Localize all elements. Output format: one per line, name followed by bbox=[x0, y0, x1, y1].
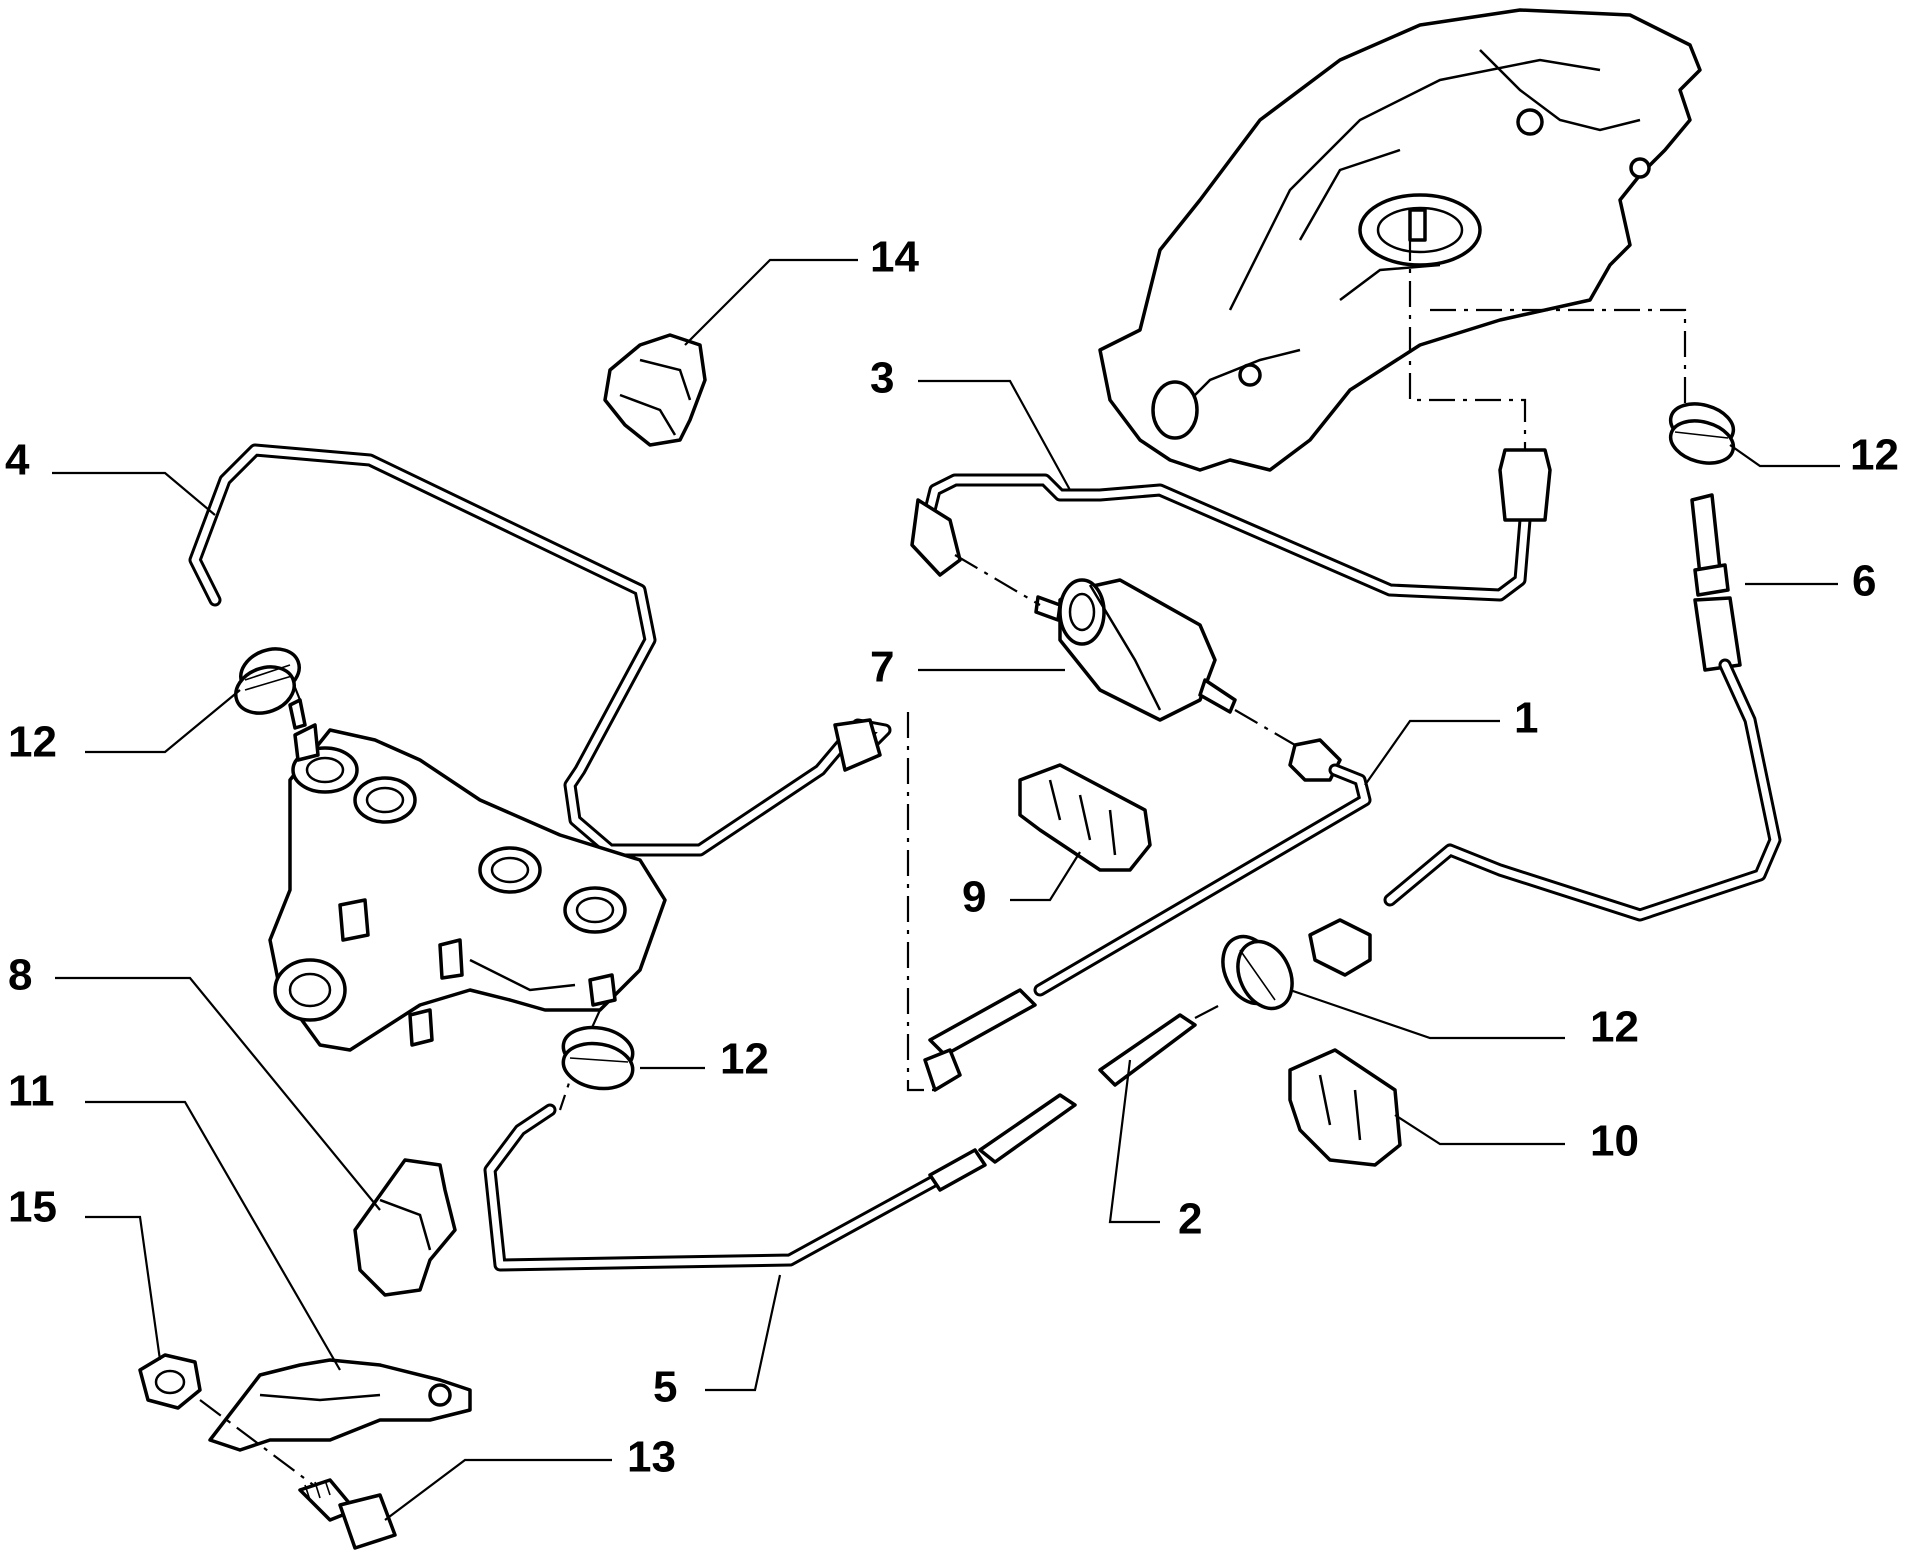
leader-14 bbox=[684, 258, 858, 346]
fuel-pipe-6 bbox=[1308, 493, 1782, 977]
leader-2 bbox=[1108, 1059, 1160, 1224]
leader-lines bbox=[52, 258, 1840, 1521]
callout-2: 2 bbox=[1178, 1195, 1202, 1244]
hose-clamp-12-a bbox=[234, 647, 301, 715]
callout-4: 4 bbox=[5, 436, 30, 485]
leader-12a bbox=[85, 689, 241, 754]
pipe-clip-14 bbox=[603, 333, 707, 447]
hose-clamp-12-b bbox=[561, 1025, 635, 1091]
pipe-clip-10 bbox=[1288, 1048, 1402, 1167]
fuel-pipe-5 bbox=[483, 1103, 987, 1272]
nut-bolt-dashdot bbox=[199, 1399, 321, 1491]
leader-12c bbox=[1729, 444, 1840, 468]
filter-outlet-dashdot bbox=[1234, 709, 1296, 746]
bracket-11 bbox=[208, 1358, 472, 1452]
fuel-filter bbox=[1034, 578, 1237, 722]
hose-clamp-12-d bbox=[1221, 934, 1294, 1011]
tank-dashdot-line bbox=[1408, 235, 1527, 455]
fuel-rail-manifold bbox=[268, 698, 667, 1052]
callout-labels: 1 2 3 4 5 6 7 8 9 10 11 12 12 12 12 13 1… bbox=[5, 233, 1899, 1482]
leader-4 bbox=[52, 471, 216, 516]
callout-12b: 12 bbox=[720, 1035, 769, 1084]
callout-1: 1 bbox=[1514, 694, 1538, 743]
callout-5: 5 bbox=[653, 1363, 677, 1412]
hose-clamp-12-c bbox=[1668, 402, 1736, 465]
fuel-pipe-4 bbox=[188, 443, 892, 857]
fuel-pipe-2 bbox=[978, 1004, 1221, 1164]
callout-11: 11 bbox=[8, 1067, 55, 1116]
pipe-clip-9 bbox=[1018, 763, 1152, 872]
filter-inlet-dashdot bbox=[954, 554, 1041, 606]
callout-9: 9 bbox=[962, 873, 986, 922]
leader-13 bbox=[384, 1458, 612, 1521]
callout-14: 14 bbox=[870, 233, 919, 282]
bolt-13 bbox=[298, 1478, 397, 1550]
lower-connector bbox=[923, 988, 1037, 1092]
callout-3: 3 bbox=[870, 354, 894, 403]
callout-12c: 12 bbox=[1850, 431, 1899, 480]
leader-11 bbox=[85, 1100, 341, 1371]
leader-15 bbox=[85, 1215, 162, 1361]
callout-13: 13 bbox=[627, 1433, 676, 1482]
fuel-pipe-1 bbox=[1033, 738, 1372, 997]
bracket-8 bbox=[353, 1158, 457, 1297]
callout-8: 8 bbox=[8, 951, 32, 1000]
connector-dashdot bbox=[906, 712, 935, 1092]
leader-3 bbox=[918, 379, 1071, 491]
leader-9 bbox=[1010, 851, 1081, 902]
leader-8 bbox=[55, 976, 381, 1211]
callout-6: 6 bbox=[1852, 557, 1876, 606]
fuel-pipe-3 bbox=[910, 448, 1552, 602]
callout-12a: 12 bbox=[8, 718, 57, 767]
leader-5 bbox=[705, 1274, 782, 1392]
callout-15: 15 bbox=[8, 1183, 57, 1232]
leader-1 bbox=[1364, 719, 1500, 786]
nut-15 bbox=[138, 1353, 202, 1410]
fuel-tank bbox=[1098, 8, 1702, 472]
leader-10 bbox=[1394, 1114, 1565, 1146]
callout-12d: 12 bbox=[1590, 1003, 1639, 1052]
tank-dashdot-line bbox=[1430, 308, 1687, 410]
callout-10: 10 bbox=[1590, 1117, 1639, 1166]
callout-7: 7 bbox=[870, 643, 894, 692]
leader-12d bbox=[1289, 988, 1565, 1040]
